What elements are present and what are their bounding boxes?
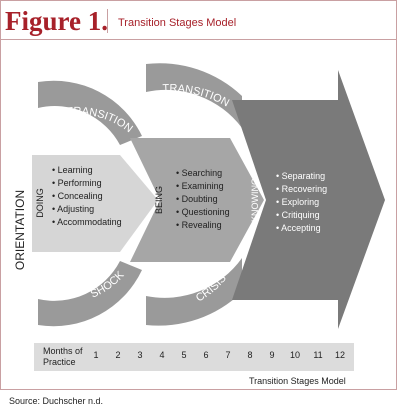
month-tick: 4 [159, 350, 165, 360]
lower-left-arc [38, 261, 142, 327]
title-divider [107, 9, 108, 33]
upper-left-arc [38, 80, 142, 145]
being-item: • Doubting [176, 194, 218, 204]
month-tick: 1 [93, 350, 99, 360]
transition-stages-diagram: TRANSITION SHOCK TRANSITION CRISIS ORIEN… [13, 63, 385, 329]
upper-mid-arc [146, 63, 242, 128]
doing-item: • Adjusting [52, 204, 94, 214]
knowing-label: KNOWING [250, 178, 260, 222]
month-tick: 10 [289, 350, 300, 360]
month-tick: 3 [137, 350, 143, 360]
figure-frame [0, 0, 397, 390]
doing-arrow [32, 155, 158, 252]
source-note: Source: Duchscher n.d. [9, 396, 104, 406]
month-tick: 6 [203, 350, 209, 360]
upper-left-arc-label: TRANSITION [66, 105, 135, 135]
doing-item: • Concealing [52, 191, 103, 201]
figure-label: Figure 1. [5, 6, 108, 36]
months-label-line2: Practice [43, 357, 76, 367]
month-tick: 12 [334, 350, 345, 360]
figure-subtitle: Transition Stages Model [118, 17, 237, 29]
knowing-item: • Separating [276, 171, 325, 181]
month-tick: 8 [247, 350, 253, 360]
knowing-item: • Exploring [276, 197, 319, 207]
month-tick: 7 [225, 350, 231, 360]
being-label: BEING [154, 186, 164, 214]
month-tick: 11 [313, 350, 323, 360]
title-rule [0, 39, 397, 40]
knowing-item: • Accepting [276, 223, 321, 233]
months-of-practice-bar: Months of Practice 1 2 3 4 5 6 7 8 9 10 … [34, 343, 354, 371]
doing-item: • Accommodating [52, 217, 122, 227]
being-item: • Examining [176, 181, 224, 191]
knowing-arrow [232, 70, 385, 329]
being-item: • Revealing [176, 220, 222, 230]
knowing-item: • Critiquing [276, 210, 320, 220]
month-tick: 9 [269, 350, 275, 360]
lower-mid-arc [146, 258, 242, 326]
doing-item: • Learning [52, 165, 93, 175]
month-tick: 2 [115, 350, 121, 360]
doing-label: DOING [35, 188, 45, 218]
knowing-item: • Recovering [276, 184, 327, 194]
doing-item: • Performing [52, 178, 102, 188]
diagram-caption: Transition Stages Model [249, 376, 346, 386]
being-arrow [130, 138, 264, 262]
months-label-line1: Months of [43, 346, 83, 356]
months-label: Months of Practice [43, 346, 93, 368]
being-item: • Searching [176, 168, 222, 178]
orientation-label: ORIENTATION [13, 190, 27, 270]
being-item: • Questioning [176, 207, 230, 217]
month-tick: 5 [181, 350, 187, 360]
